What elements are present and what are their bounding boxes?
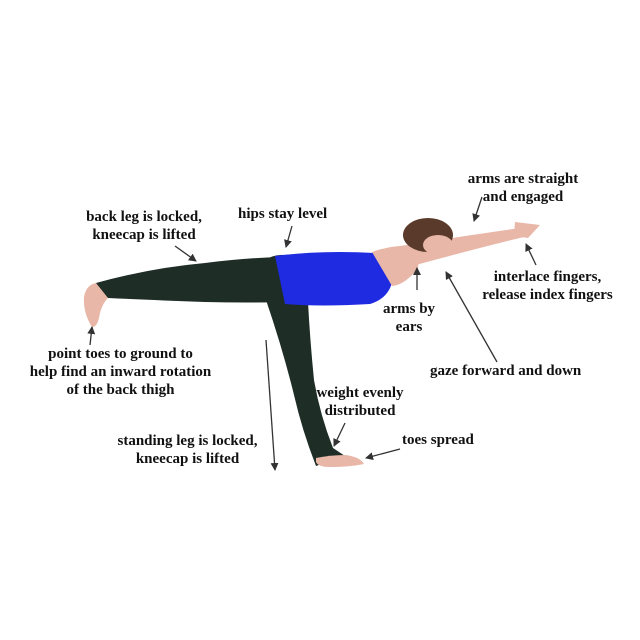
- back-leg-arrow: [174, 245, 197, 262]
- back-leg-label: back leg is locked, kneecap is lifted: [86, 209, 202, 243]
- interlace-label: interlace fingers, release index fingers: [482, 269, 613, 303]
- arms: [400, 228, 528, 268]
- interlace-arrow: [525, 243, 537, 266]
- toes-spread-label: toes spread: [402, 432, 474, 448]
- point-toes-arrow: [87, 326, 96, 346]
- face: [423, 235, 453, 255]
- standing-leg: [266, 300, 345, 466]
- gaze-label: gaze forward and down: [430, 363, 582, 379]
- standing-leg-arrow: [265, 339, 279, 471]
- hands: [514, 222, 540, 238]
- back-foot: [83, 283, 108, 327]
- standing-leg-label: standing leg is locked, kneecap is lifte…: [117, 433, 258, 467]
- gaze-arrow: [445, 271, 498, 363]
- standing-foot: [316, 455, 364, 467]
- arms-straight-arrow: [472, 196, 483, 222]
- toes-spread-arrow: [365, 448, 401, 461]
- back-leg: [96, 257, 290, 303]
- arms-straight-label: arms are straight and engaged: [467, 171, 579, 205]
- torso-top: [275, 252, 393, 306]
- weight-label: weight evenly distributed: [316, 385, 404, 419]
- point-toes-label: point toes to ground to help find an inw…: [29, 346, 212, 398]
- hips-label: hips stay level: [238, 206, 328, 222]
- arms-by-ears-label: arms by ears: [382, 301, 436, 335]
- figure: [83, 218, 540, 467]
- weight-arrow: [333, 422, 346, 447]
- hips-arrow: [284, 225, 293, 248]
- pointer-lines: [87, 196, 537, 471]
